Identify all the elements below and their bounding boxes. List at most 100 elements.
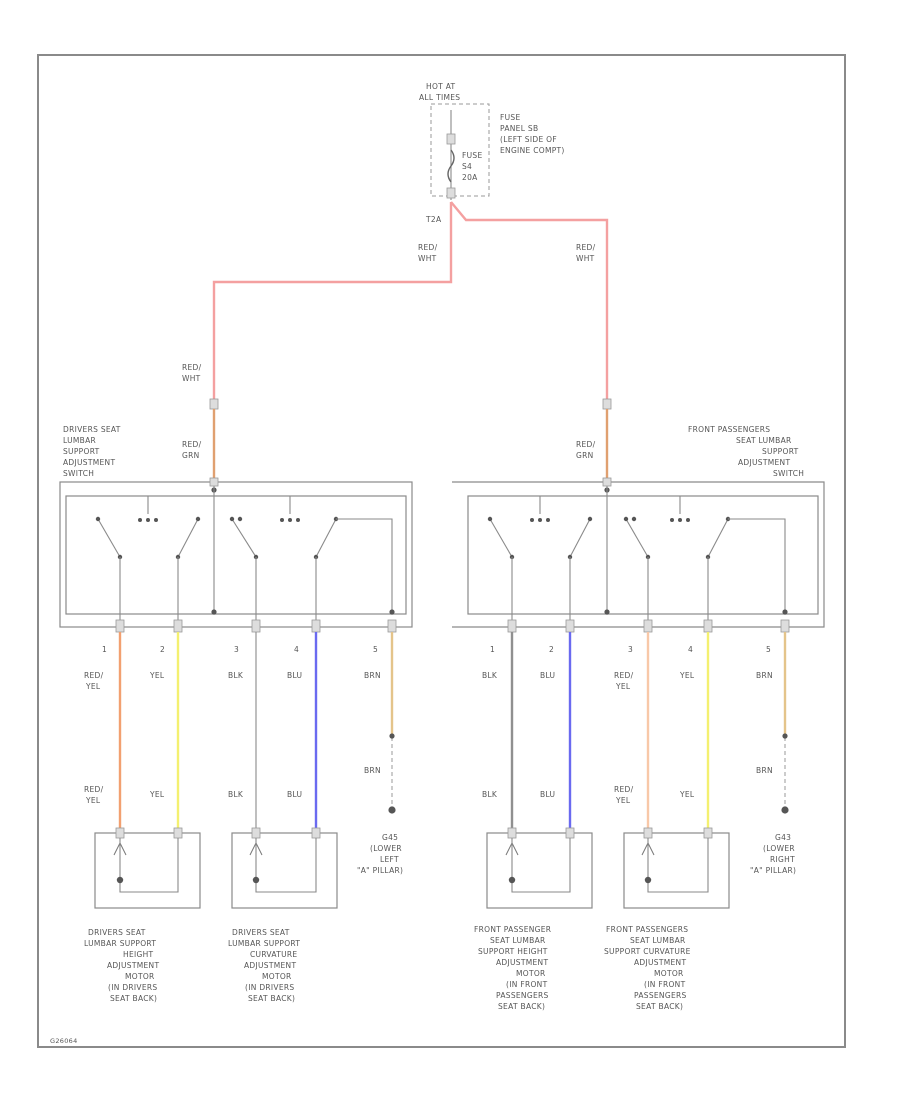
motor-terminal [173, 827, 183, 839]
motor-4-label-line4: ADJUSTMENT [634, 958, 686, 967]
fuse-terminal-bottom [446, 187, 456, 199]
left-pin-5: 5 [373, 645, 378, 654]
wire-label-red-yel-left-bot1: RED/ [84, 785, 104, 794]
motor-4-label-line7: PASSENGERS [634, 991, 687, 1000]
right-switch-label-line4: ADJUSTMENT [738, 458, 790, 467]
right-splice [782, 733, 788, 739]
left-switch-label-line2: LUMBAR [63, 436, 96, 445]
motor-3-winding [511, 838, 571, 893]
left-switch-contact [280, 518, 284, 522]
motor-2-label-line5: MOTOR [262, 972, 292, 981]
right-ground-label-line4: "A" PILLAR) [750, 866, 796, 875]
motor-4: FRONT PASSENGERS SEAT LUMBAR SUPPORT CUR… [604, 827, 730, 1011]
right-pin-terminal [507, 619, 517, 633]
left-ground-label-line3: LEFT [380, 855, 399, 864]
wire-label-brn-left-top: BRN [364, 671, 381, 680]
fuse-label-line2: S4 [462, 162, 472, 171]
motor-1-label-line6: (IN DRIVERS [108, 983, 157, 992]
diagram-frame [37, 54, 846, 1048]
wire-label-yel-left-bottom: YEL [149, 790, 165, 799]
right-ground-label-line2: (LOWER [763, 844, 795, 853]
wire-label-blu-right-top: BLU [540, 671, 555, 680]
wire-label-blk-left-top: BLK [228, 671, 244, 680]
right-switch-contact [546, 518, 550, 522]
wire-label-blu-right-bottom: BLU [540, 790, 555, 799]
fuse-label-line3: 20A [462, 173, 478, 182]
right-switch-contact [670, 518, 674, 522]
motor-2-box [231, 832, 338, 909]
motor-2-winding [255, 838, 317, 893]
wire-label-brn-right-bottom: BRN [756, 766, 773, 775]
right-pin-1: 1 [490, 645, 495, 654]
motor-1-label-line5: MOTOR [125, 972, 155, 981]
motor-4-label-line8: SEAT BACK) [636, 1002, 683, 1011]
left-pin-3: 3 [234, 645, 239, 654]
right-pin-terminal [565, 619, 575, 633]
right-pin-2: 2 [549, 645, 554, 654]
wire-label-yel-right-bottom: YEL [679, 790, 695, 799]
wire-label-red-yel-left-top2: YEL [85, 682, 101, 691]
motor-3-label-line1: FRONT PASSENGER [474, 925, 551, 934]
right-switch: FRONT PASSENGERS SEAT LUMBAR SUPPORT ADJ… [452, 425, 825, 654]
red-grn-feeds: RED/ GRN RED/ GRN [182, 409, 609, 478]
left-splice [389, 733, 395, 739]
red-wht-supply: RED/ WHT RED/ WHT RED/ WHT [182, 201, 612, 410]
motor-2-label-line4: ADJUSTMENT [244, 961, 296, 970]
motor-4-box [623, 832, 730, 909]
connector-left-top [209, 398, 219, 410]
left-switch-contact [288, 518, 292, 522]
motor-3-label-line8: SEAT BACK) [498, 1002, 545, 1011]
left-switch-blade-4 [315, 518, 337, 558]
wire-label-red-wht-top2: WHT [418, 254, 437, 263]
left-output-wires: RED/ YEL YEL BLK BLU BRN BRN RED/ YEL YE… [84, 632, 403, 875]
right-switch-blade-3 [625, 518, 649, 558]
right-switch-contact [487, 516, 493, 522]
wire-label-red-yel-right-top1: RED/ [614, 671, 634, 680]
motor-terminal [115, 827, 125, 839]
motor-3-label-line2: SEAT LUMBAR [490, 936, 546, 945]
motor-2-label-line1: DRIVERS SEAT [232, 928, 290, 937]
motor-1-label-line1: DRIVERS SEAT [88, 928, 146, 937]
motor-4-label-line3: SUPPORT CURVATURE [604, 947, 691, 956]
right-ground-label-line1: G43 [775, 833, 791, 842]
motor-3-label-line7: PASSENGERS [496, 991, 549, 1000]
left-pin-terminal [311, 619, 321, 633]
right-switch-blade-4 [707, 518, 729, 558]
right-pin-3: 3 [628, 645, 633, 654]
motor-4-winding [647, 838, 709, 893]
motor-4-label-line6: (IN FRONT [644, 980, 686, 989]
right-switch-ground-link [728, 518, 786, 612]
left-pin-terminal [387, 619, 397, 633]
motor-2-label-line6: (IN DRIVERS [245, 983, 294, 992]
right-ground-label-line3: RIGHT [770, 855, 795, 864]
fuse-element [447, 149, 455, 183]
fuse-panel-outline [430, 103, 490, 197]
motor-3-label-line5: MOTOR [516, 969, 546, 978]
motor-3-box [486, 832, 593, 909]
wire-label-red-wht-right2: WHT [576, 254, 595, 263]
left-switch-label-line5: SWITCH [63, 469, 94, 478]
motor-terminal [643, 827, 653, 839]
wire-label-red-yel-right-top2: YEL [615, 682, 631, 691]
left-switch: DRIVERS SEAT LUMBAR SUPPORT ADJUSTMENT S… [59, 425, 413, 654]
motor-4-label-line2: SEAT LUMBAR [630, 936, 686, 945]
wire-label-red-yel-right-bot1: RED/ [614, 785, 634, 794]
right-switch-contact [530, 518, 534, 522]
right-switch-contact [587, 516, 593, 522]
left-switch-ground-node [389, 609, 395, 615]
right-switch-inner [467, 495, 819, 615]
left-pin-terminal [173, 619, 183, 633]
left-switch-common-node [211, 609, 217, 615]
motor-1-label-line2: LUMBAR SUPPORT [84, 939, 156, 948]
right-switch-ground-node [782, 609, 788, 615]
motor-2-label-line7: SEAT BACK) [248, 994, 295, 1003]
hot-label-line1: HOT AT [426, 82, 456, 91]
motor-3-label-line4: ADJUSTMENT [496, 958, 548, 967]
left-switch-contact [237, 516, 243, 522]
wire-label-red-grn-right2: GRN [576, 451, 594, 460]
motor-icon [252, 876, 260, 884]
motor-terminal [251, 827, 261, 839]
fuse-panel-label-line2: PANEL SB [500, 124, 538, 133]
